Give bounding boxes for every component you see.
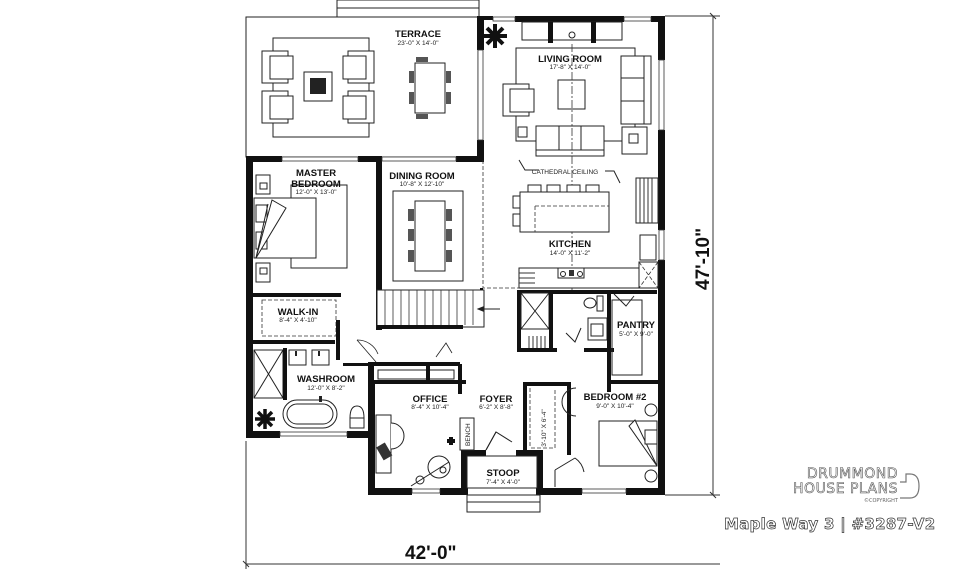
overall-width-dimension: 42'-0" [405, 543, 457, 564]
staircase [376, 288, 500, 329]
brand-mark-icon [900, 473, 920, 499]
brand-name-line1: DRUMMOND [806, 466, 898, 482]
living-room-dimensions: 17'-8" X 14'-0" [549, 64, 591, 71]
bedroom-2: BEDROOM #2 9'-0" X 10'-4" [554, 387, 658, 487]
plant-icon [483, 24, 507, 48]
kitchen: CATHEDRAL CEILING KITCHEN 14'-0" X 11'-2… [482, 159, 659, 289]
lounge-chair-icon [342, 90, 375, 124]
terrace-dining-table-icon [409, 57, 451, 119]
dining-room-label: DINING ROOM [389, 171, 455, 182]
stoop-dimensions: 7'-4" X 4'-0" [486, 479, 521, 486]
lounge-chair-icon [261, 50, 294, 84]
bench-label: BENCH [465, 423, 472, 446]
office: OFFICE 8'-4" X 10'-4" [374, 362, 466, 487]
terrace-area: TERRACE 23'-0" X 14'-0" [245, 0, 480, 158]
walk-in-closet: WALK-IN 8'-4" X 4'-10" [253, 293, 341, 360]
stoop: STOOP 7'-4" X 4'-0" [466, 455, 541, 513]
washroom-dimensions: 12'-0" X 8'-2" [307, 385, 345, 392]
kitchen-dimensions: 14'-0" X 11'-2" [550, 250, 591, 257]
overall-depth-dimension: 47'-10" [693, 228, 714, 290]
bedroom-2-dimensions: 9'-0" X 10'-4" [596, 403, 634, 410]
terrace-label: TERRACE [395, 29, 441, 40]
cathedral-ceiling-note: CATHEDRAL CEILING [532, 169, 598, 176]
brand-logo: DRUMMOND HOUSE PLANS ©COPYRIGHT [760, 466, 940, 504]
living-room: LIVING ROOM 17'-8" X 14'-0" [483, 21, 652, 290]
pantry-dimensions: 5'-0" X 9'-0" [619, 331, 654, 338]
closet-dimensions: 3'-10" X 6'-4" [541, 409, 548, 447]
lounge-chair-icon [342, 50, 375, 84]
office-label: OFFICE [413, 394, 448, 405]
master-bedroom-dimensions: 12'-0" X 13'-0" [295, 189, 337, 196]
washroom: WASHROOM 12'-0" X 8'-2" [253, 348, 374, 429]
second-bathroom [517, 290, 657, 392]
foyer-label: FOYER [480, 394, 513, 405]
lounge-chair-icon [261, 90, 294, 124]
master-bedroom: MASTER BEDROOM 12'-0" X 13'-0" [253, 162, 382, 330]
foyer: BENCH FOYER 6'-2" X 8'-8" [459, 394, 514, 451]
master-bedroom-label-line2: BEDROOM [291, 179, 341, 190]
windows [279, 16, 665, 494]
stoop-label: STOOP [486, 468, 520, 479]
brand-name-line2: HOUSE PLANS [793, 481, 898, 497]
dining-room-dimensions: 10'-8" X 12'-10" [400, 181, 445, 188]
terrace-dimensions: 23'-0" X 14'-0" [397, 40, 439, 47]
walk-in-label: WALK-IN [278, 307, 319, 318]
hall-closet: 3'-10" X 6'-4" [523, 382, 571, 455]
copyright-notice: ©COPYRIGHT [863, 498, 898, 504]
dining-room: DINING ROOM 10'-8" X 12'-10" [389, 171, 464, 282]
office-dimensions: 8'-4" X 10'-4" [411, 404, 449, 411]
pantry: PANTRY 5'-0" X 9'-0" [611, 299, 659, 384]
master-bedroom-label-line1: MASTER [296, 168, 336, 179]
dimension-lines [242, 12, 720, 569]
foyer-dimensions: 6'-2" X 8'-8" [479, 404, 514, 411]
exterior-walls [246, 16, 665, 495]
door-swings [356, 339, 453, 363]
living-room-label: LIVING ROOM [538, 54, 602, 65]
washroom-label: WASHROOM [297, 374, 355, 385]
walk-in-dimensions: 8'-4" X 4'-10" [279, 317, 317, 324]
kitchen-label: KITCHEN [549, 239, 591, 250]
pantry-label: PANTRY [617, 320, 656, 331]
bedroom-2-label: BEDROOM #2 [584, 392, 647, 403]
plan-title: Maple Way 3 | #3287-V2 [724, 515, 936, 534]
